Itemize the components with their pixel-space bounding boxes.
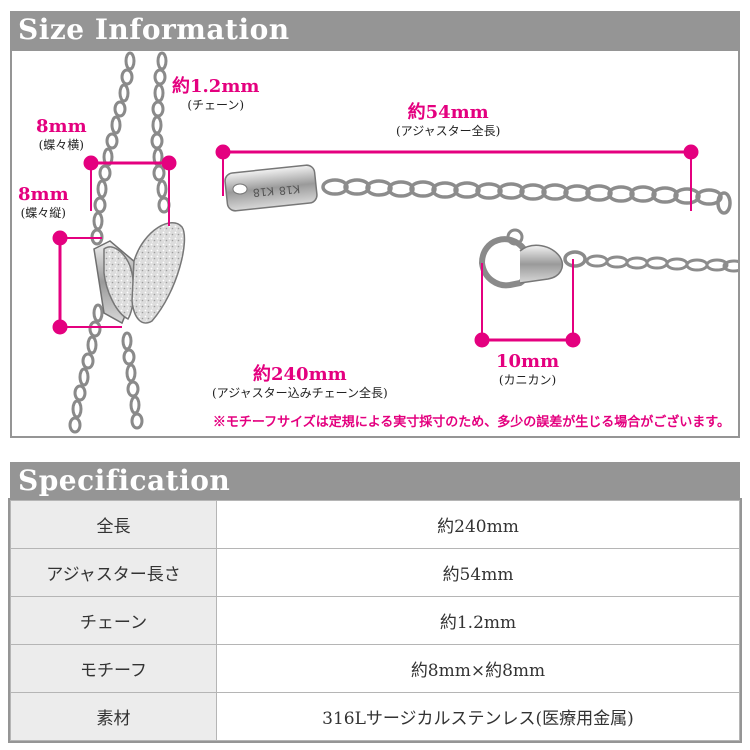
spec-label: チェーン xyxy=(10,596,217,645)
chain-width-caption: (チェーン) xyxy=(187,98,245,112)
chain-width-label: 約1.2mm (チェーン) xyxy=(172,77,259,113)
spec-value: 約1.2mm xyxy=(216,596,740,645)
measurement-note: ※モチーフサイズは定規による実寸採寸のため、多少の誤差が生じる場合がございます。 xyxy=(212,415,730,430)
chain-width-value: 約1.2mm xyxy=(172,76,260,97)
clasp-size-caption: (カニカン) xyxy=(498,373,557,387)
adjuster-length-caption: (アジャスター全長) xyxy=(396,124,501,138)
size-diagram-panel: K18 K18 xyxy=(10,49,740,438)
spec-label: 素材 xyxy=(10,692,217,741)
motif-width-value: 8mm xyxy=(36,116,87,137)
size-information-header: Size Information xyxy=(10,11,740,49)
table-row: チェーン 約1.2mm xyxy=(10,596,740,645)
total-length-label: 約240mm (アジャスター込みチェーン全長) xyxy=(212,365,388,401)
specification-header: Specification xyxy=(10,462,740,500)
clasp-size-value: 10mm xyxy=(496,351,560,372)
table-row: アジャスター長さ 約54mm xyxy=(10,548,740,597)
spec-value: 約54mm xyxy=(216,548,740,597)
spec-value: 約240mm xyxy=(216,500,740,549)
table-row: 全長 約240mm xyxy=(10,500,740,549)
adjuster-length-value: 約54mm xyxy=(407,102,489,123)
motif-width-caption: (蝶々横) xyxy=(38,138,84,152)
motif-height-caption: (蝶々縦) xyxy=(20,206,66,220)
clasp-size-label: 10mm (カニカン) xyxy=(496,352,559,388)
total-length-value: 約240mm xyxy=(253,364,347,385)
table-row: 素材 316Lサージカルステンレス(医療用金属) xyxy=(10,692,740,741)
left-chain-strand xyxy=(68,51,136,434)
spec-value: 約8mm×約8mm xyxy=(216,644,740,693)
motif-width-label: 8mm (蝶々横) xyxy=(36,117,87,153)
motif-height-value: 8mm xyxy=(18,184,69,205)
spec-label: モチーフ xyxy=(10,644,217,693)
size-diagram-illustration: K18 K18 xyxy=(52,51,738,434)
adjuster-chain: K18 K18 xyxy=(224,164,732,215)
right-chain-strand xyxy=(121,51,171,430)
adjuster-length-label: 約54mm (アジャスター全長) xyxy=(396,103,500,139)
motif-height-label: 8mm (蝶々縦) xyxy=(18,185,69,221)
spec-label: アジャスター長さ xyxy=(10,548,217,597)
svg-text:K18: K18 xyxy=(278,182,300,197)
spec-value: 316Lサージカルステンレス(医療用金属) xyxy=(216,692,740,741)
butterfly-motif xyxy=(93,222,186,325)
specification-table: 全長 約240mm アジャスター長さ 約54mm チェーン 約1.2mm モチー… xyxy=(8,498,742,743)
table-row: モチーフ 約8mm×約8mm xyxy=(10,644,740,693)
lobster-clasp xyxy=(478,228,738,289)
spec-label: 全長 xyxy=(10,500,217,549)
measurement-markers xyxy=(52,144,699,348)
k18-tag-text: K18 xyxy=(252,184,274,199)
total-length-caption: (アジャスター込みチェーン全長) xyxy=(212,386,388,400)
